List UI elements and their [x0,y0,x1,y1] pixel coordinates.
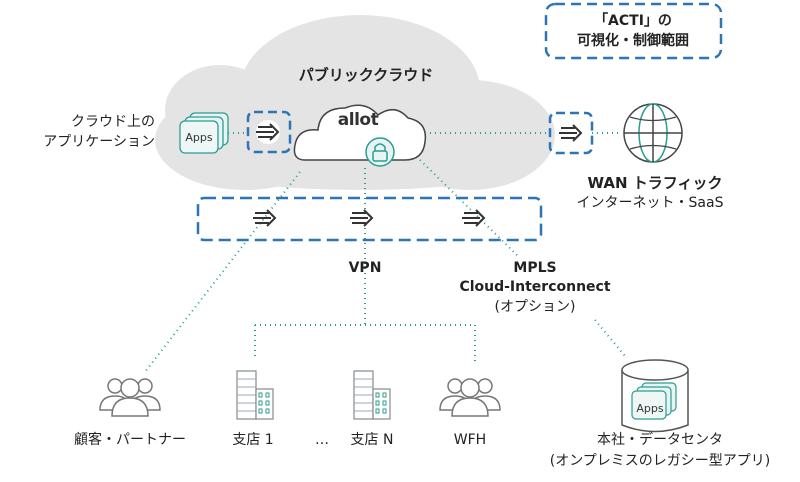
people-icon [439,378,501,417]
wan-subtitle: インターネット・SaaS [576,195,724,211]
traffic-arrow-icon [252,209,276,227]
people-icon [99,378,161,417]
endpoint-branch1-label: 支店 1 [232,432,274,448]
endpoint-wfh-label: WFH [453,432,487,448]
vpn-label: VPN [348,260,382,276]
public-cloud-title: パブリッククラウド [298,66,434,84]
datacenter-line1: 本社・データセンタ [597,432,723,448]
public-cloud-shape [155,15,555,190]
scope-legend-line1: 「ACTI」の [594,13,672,29]
datacenter-apps-label: Apps [636,402,664,415]
traffic-arrow-icon [349,209,373,227]
endpoint-branchN-label: 支店 N [350,432,394,448]
datacenter-line2: (オンプレミスのレガシー型アプリ) [549,453,771,469]
building-icon [353,370,391,420]
globe-icon [623,103,683,163]
scope-legend-line2: 可視化・制御範囲 [577,33,689,49]
building-icon [236,370,274,420]
endpoint-customers-label: 顧客・パートナー [74,432,186,448]
allot-logo: allot [337,110,379,130]
endpoint-ellipsis: … [315,432,329,448]
lock-icon [372,143,388,162]
cloud-apps-line2: アプリケーション [43,134,155,150]
wan-title: WAN トラフィック [587,174,723,192]
mpls-line1: MPLS [513,260,557,276]
mpls-line2: Cloud-Interconnect [459,279,611,295]
dotted-links [144,132,626,373]
traffic-arrow-icon [461,209,485,227]
apps-stack-icon [179,112,229,154]
cloud-apps-line1: クラウド上の [71,114,155,130]
apps-label: Apps [185,131,213,144]
traffic-arrow-icon [558,124,582,142]
mpls-line3: (オプション) [494,299,576,315]
database-icon [621,359,689,433]
